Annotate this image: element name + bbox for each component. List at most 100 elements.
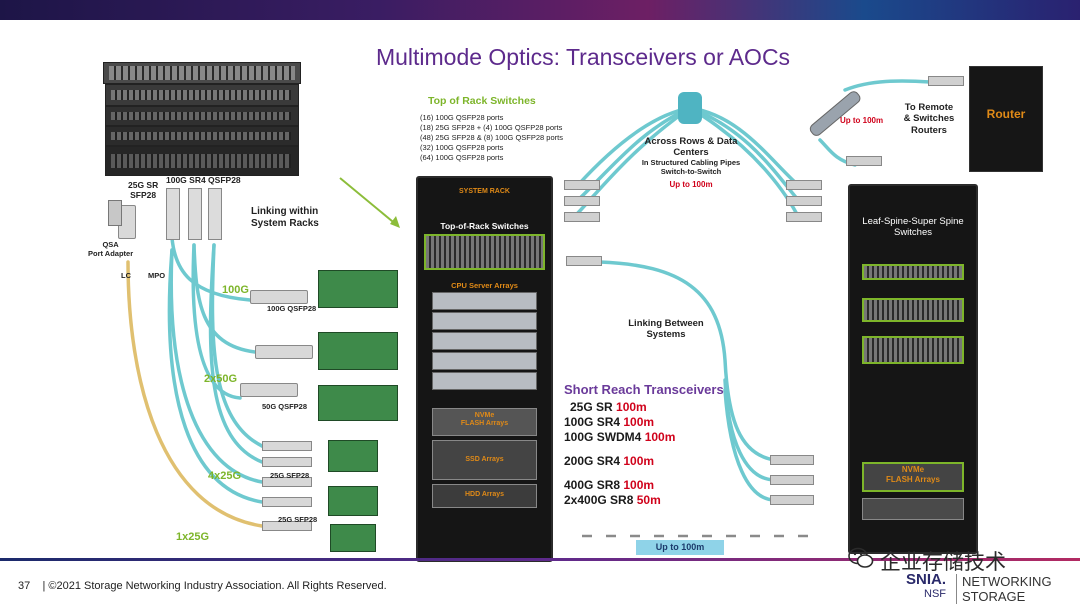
nic-card-2	[318, 332, 398, 370]
xcvr-end	[566, 256, 602, 266]
cpu-arrays-label: CPU Server Arrays	[451, 281, 518, 290]
short-reach-list: 25G SR 100m 100G SR4 100m 100G SWDM4 100…	[564, 400, 675, 508]
nic-card-6	[330, 524, 376, 552]
super-spine-switch	[862, 336, 964, 364]
cpu-server	[432, 292, 537, 310]
xcvr-end	[786, 196, 822, 206]
sr-item: 2x400G SR8 50m	[564, 493, 675, 508]
sr-item-name: 25G SR	[570, 400, 617, 414]
ssd-arrays-label: SSD Arrays	[465, 456, 504, 463]
nvme-flash-label: NVMe FLASH Arrays	[886, 465, 940, 484]
footer: 37 | ©2021 Storage Networking Industry A…	[18, 580, 387, 592]
cable-linking	[598, 260, 777, 462]
tor-switches-label: Top-of-Rack Switches	[440, 221, 529, 231]
qsfp-end-100g	[250, 290, 308, 304]
port-item: (32) 100G QSFP28 ports	[420, 143, 504, 152]
tor-switch-unit	[424, 234, 545, 270]
cpu-server	[432, 352, 537, 370]
tor-title: Top of Rack Switches	[428, 95, 536, 107]
label-100g-qsfp28: 100G QSFP28	[267, 304, 317, 313]
xcvr-end	[770, 475, 814, 485]
cable-linking-c	[723, 388, 777, 502]
nic-card-4	[328, 440, 378, 472]
sr-item-dist: 100m	[623, 454, 655, 468]
wechat-watermark: 企业存储技术	[880, 550, 1006, 574]
label-up-to-100m-b: Up to 100m	[840, 116, 884, 125]
snia-logo: SNIA.	[906, 571, 947, 588]
sr-item-name: 200G SR4	[564, 454, 624, 468]
link-arrow	[339, 177, 399, 227]
xcvr-end	[786, 212, 822, 222]
cable-100g	[170, 236, 252, 302]
label-up-to-100m-c: Up to 100m	[655, 542, 705, 552]
router-label: Router	[986, 107, 1026, 121]
leaf-spine-rack: Leaf-Spine-Super Spine Switches NVMe FLA…	[848, 184, 978, 554]
label-structured: In Structured Cabling Pipes Switch-to-Sw…	[641, 158, 741, 176]
page-number: 37	[18, 580, 31, 592]
router-chassis: Router	[969, 66, 1043, 172]
storage-unit	[862, 498, 964, 520]
cable-4x25g-b	[208, 243, 264, 464]
hdd-arrays-label: HDD Arrays	[464, 491, 505, 498]
system-rack: SYSTEM RACK Top-of-Rack Switches CPU Ser…	[416, 176, 553, 562]
nvme-flash-unit	[862, 462, 964, 492]
qsfp-module-2	[188, 188, 202, 240]
qsfp-end-2x50g-a	[255, 345, 313, 359]
sr-item-name: 100G SWDM4	[564, 430, 645, 444]
sr-item-name: 2x400G SR8	[564, 493, 637, 507]
cable-across-a	[576, 106, 692, 187]
cable-4x25g-c	[169, 248, 264, 484]
cable-across-b	[574, 106, 692, 204]
sfp-end-2	[262, 457, 312, 467]
networking-text: NETWORKING	[962, 574, 1052, 589]
sr-item-dist: 100m	[616, 400, 647, 414]
cable-remote-b	[843, 79, 932, 92]
port-item: (64) 100G QSFP28 ports	[420, 153, 504, 162]
nic-card-3	[318, 385, 398, 421]
sr-item: 100G SR4 100m	[564, 415, 675, 430]
switch-stack-image	[103, 62, 301, 177]
sr-item: 400G SR8 100m	[564, 478, 675, 493]
cable-across-d	[688, 106, 800, 187]
cable-1x25g	[126, 260, 264, 528]
port-item: (48) 25G SFP28 & (8) 100G QSFP28 ports	[420, 133, 563, 142]
short-reach-title: Short Reach Transceivers	[564, 382, 724, 397]
xcvr-end	[564, 212, 600, 222]
logo-divider	[956, 574, 957, 604]
leaf-switch	[862, 264, 964, 280]
cpu-server	[432, 312, 537, 330]
qsfp-end-2x50g-b	[240, 383, 298, 397]
leaf-spine-label: Leaf-Spine-Super Spine Switches	[862, 216, 964, 239]
label-lc: LC	[121, 271, 131, 280]
port-item: (18) 25G SFP28 + (4) 100G QSFP28 ports	[420, 123, 563, 132]
label-25g-sfp28-b: 25G SFP28	[278, 515, 318, 524]
label-linking-racks: Linking within System Racks	[251, 206, 319, 229]
qsa-adapter	[108, 200, 122, 226]
nsf-label: NSF	[924, 588, 946, 600]
cabling-pipe	[678, 92, 702, 124]
slide-title: Multimode Optics: Transceivers or AOCs	[375, 44, 791, 70]
nvme-array	[432, 408, 537, 436]
label-linking-between: Linking Between Systems	[628, 318, 704, 341]
xcvr-end	[770, 495, 814, 505]
cable-across-e	[688, 106, 802, 204]
system-rack-label: SYSTEM RACK	[459, 188, 510, 195]
ssd-array	[432, 440, 537, 480]
cable-across-f	[688, 106, 802, 222]
label-qsa: QSA Port Adapter	[88, 240, 134, 258]
xcvr-end	[928, 76, 964, 86]
label-2x50g: 2x50G	[204, 373, 238, 385]
xcvr-end	[846, 156, 882, 166]
nvme-arrays-label: NVMe FLASH Arrays	[460, 412, 509, 428]
sr-item-dist: 100m	[623, 415, 655, 429]
sfp-end-5	[262, 521, 312, 531]
nic-card-1	[318, 270, 398, 308]
port-item: (16) 100G QSFP28 ports	[420, 113, 504, 122]
cable-linking-b	[723, 378, 777, 482]
nic-card-5	[328, 486, 378, 516]
wechat-icon	[848, 547, 874, 568]
xcvr-end	[564, 180, 600, 190]
label-50g-qsfp28: 50G QSFP28	[262, 402, 308, 411]
label-to-remote: To Remote & Switches Routers	[903, 102, 955, 136]
